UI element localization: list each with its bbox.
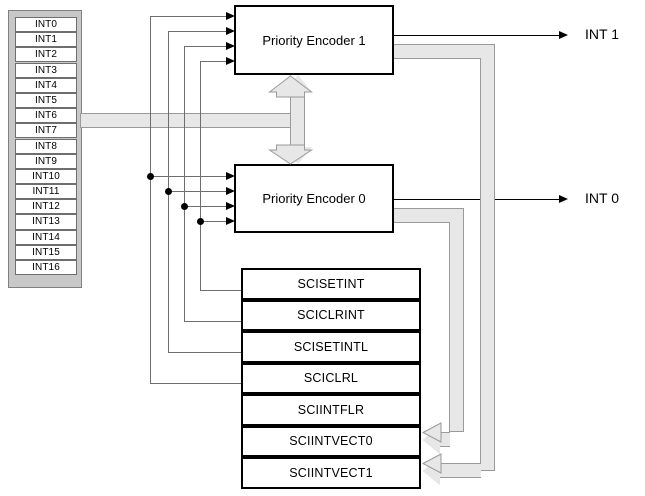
enc0-input-wire-2 bbox=[168, 191, 228, 192]
list-item[interactable]: INT12 bbox=[15, 199, 77, 215]
list-item[interactable]: INT6 bbox=[15, 108, 77, 124]
tap-wire-1 bbox=[150, 16, 151, 278]
enc0-vector-bus-h bbox=[394, 208, 464, 223]
int1-output-label: INT 1 bbox=[585, 26, 619, 42]
enc1-vector-bus-in bbox=[440, 463, 481, 478]
enc0-input-arrow-4 bbox=[226, 217, 235, 225]
junction-dot-4 bbox=[197, 218, 204, 225]
register-sciclrint[interactable]: SCICLRINT bbox=[241, 299, 421, 331]
list-item[interactable]: INT2 bbox=[15, 47, 77, 63]
enc0-input-wire-3 bbox=[184, 206, 228, 207]
enc1-input-arrow-3 bbox=[226, 42, 235, 50]
encoder-link-arrow-down bbox=[283, 147, 312, 164]
list-item[interactable]: INT0 bbox=[15, 17, 77, 33]
sci-register-stack: SCISETINT SCICLRINT SCISETINTL SCICLRL S… bbox=[241, 268, 421, 489]
priority-encoder-1-label: Priority Encoder 1 bbox=[262, 32, 366, 48]
tap-wire-2 bbox=[168, 31, 169, 278]
priority-encoder-0[interactable]: Priority Encoder 0 bbox=[234, 164, 394, 233]
reg-wire-setintl bbox=[168, 352, 242, 353]
priority-encoder-0-label: Priority Encoder 0 bbox=[262, 191, 366, 206]
list-item[interactable]: INT9 bbox=[15, 153, 77, 169]
enc1-vector-bus-h bbox=[394, 44, 495, 59]
reg-elbow-setint bbox=[200, 278, 201, 291]
list-item[interactable]: INT15 bbox=[15, 244, 77, 260]
interrupt-source-list-inner: INT0 INT1 INT2 INT3 INT4 INT5 INT6 INT7 … bbox=[15, 17, 77, 276]
list-item[interactable]: INT5 bbox=[15, 92, 77, 109]
vect1-bus-arrowhead bbox=[423, 456, 440, 485]
int1-output-arrow bbox=[559, 31, 568, 39]
enc0-input-arrow-3 bbox=[226, 202, 235, 210]
register-sciclrl[interactable]: SCICLRL bbox=[241, 362, 421, 394]
enc0-input-wire-1 bbox=[150, 176, 228, 177]
reg-elbow-setintl bbox=[168, 278, 169, 353]
interrupt-bus-horizontal bbox=[80, 113, 292, 128]
register-scisetint[interactable]: SCISETINT bbox=[241, 268, 421, 300]
int0-output-arrow bbox=[559, 195, 568, 203]
register-scisetintl[interactable]: SCISETINTL bbox=[241, 331, 421, 363]
tap-wire-3 bbox=[184, 46, 185, 278]
vect0-bus-arrowhead bbox=[423, 425, 440, 454]
enc1-input-arrow-1 bbox=[226, 12, 235, 20]
reg-wire-setint bbox=[200, 290, 242, 291]
reg-wire-clrint bbox=[184, 321, 242, 322]
junction-dot-1 bbox=[147, 173, 154, 180]
list-item[interactable]: INT16 bbox=[15, 260, 77, 276]
enc1-input-wire-2 bbox=[168, 31, 228, 32]
enc0-input-wire-4 bbox=[200, 221, 228, 222]
enc1-input-wire-4 bbox=[200, 61, 228, 62]
priority-encoder-1[interactable]: Priority Encoder 1 bbox=[234, 5, 394, 75]
reg-elbow-clrint bbox=[184, 278, 185, 322]
reg-wire-clrl bbox=[150, 383, 242, 384]
register-sciintvect1[interactable]: SCIINTVECT1 bbox=[241, 457, 421, 489]
list-item[interactable]: INT7 bbox=[15, 123, 77, 139]
enc0-input-arrow-2 bbox=[226, 187, 235, 195]
enc1-vector-bus-v bbox=[480, 58, 495, 471]
enc0-input-arrow-1 bbox=[226, 172, 235, 180]
list-item[interactable]: INT3 bbox=[15, 62, 77, 78]
enc1-input-arrow-2 bbox=[226, 27, 235, 35]
reg-elbow-clrl bbox=[150, 278, 151, 384]
junction-dot-2 bbox=[165, 188, 172, 195]
list-item[interactable]: INT8 bbox=[15, 138, 77, 154]
encoder-link-arrow-up bbox=[283, 75, 312, 92]
list-item[interactable]: INT10 bbox=[15, 168, 77, 184]
register-sciintflr[interactable]: SCIINTFLR bbox=[241, 394, 421, 426]
enc1-input-wire-1 bbox=[150, 16, 228, 17]
interrupt-source-list: INT0 INT1 INT2 INT3 INT4 INT5 INT6 INT7 … bbox=[8, 10, 82, 288]
list-item[interactable]: INT14 bbox=[15, 229, 77, 245]
enc1-input-wire-3 bbox=[184, 46, 228, 47]
int0-output-wire bbox=[394, 199, 560, 201]
encoder-link-bus-shaft bbox=[290, 92, 305, 150]
register-sciintvect0[interactable]: SCIINTVECT0 bbox=[241, 425, 421, 457]
list-item[interactable]: INT4 bbox=[15, 77, 77, 93]
list-item[interactable]: INT11 bbox=[15, 184, 77, 200]
list-item[interactable]: INT1 bbox=[15, 32, 77, 48]
int0-output-label: INT 0 bbox=[585, 190, 619, 206]
tap-wire-4 bbox=[200, 61, 201, 278]
enc0-vector-bus-in bbox=[440, 432, 450, 447]
junction-dot-3 bbox=[181, 203, 188, 210]
int1-output-wire bbox=[394, 35, 560, 37]
enc1-input-arrow-4 bbox=[226, 57, 235, 65]
list-item[interactable]: INT13 bbox=[15, 214, 77, 230]
enc0-vector-bus-v bbox=[449, 222, 464, 432]
